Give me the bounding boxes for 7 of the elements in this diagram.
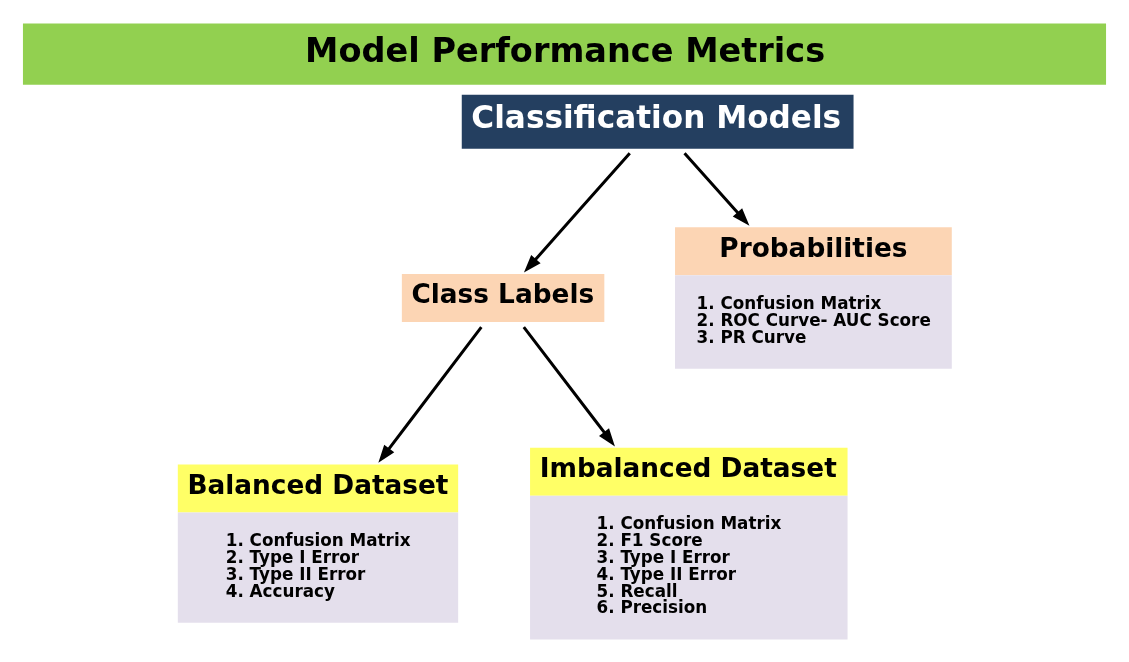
node-box: Classification Models bbox=[461, 94, 854, 149]
diagram-title: Model Performance Metrics bbox=[305, 30, 826, 70]
arrow bbox=[522, 325, 615, 446]
arrow bbox=[683, 151, 750, 226]
arrow bbox=[378, 325, 483, 463]
node-box: Class Labels bbox=[401, 273, 605, 322]
arrow bbox=[523, 151, 631, 273]
